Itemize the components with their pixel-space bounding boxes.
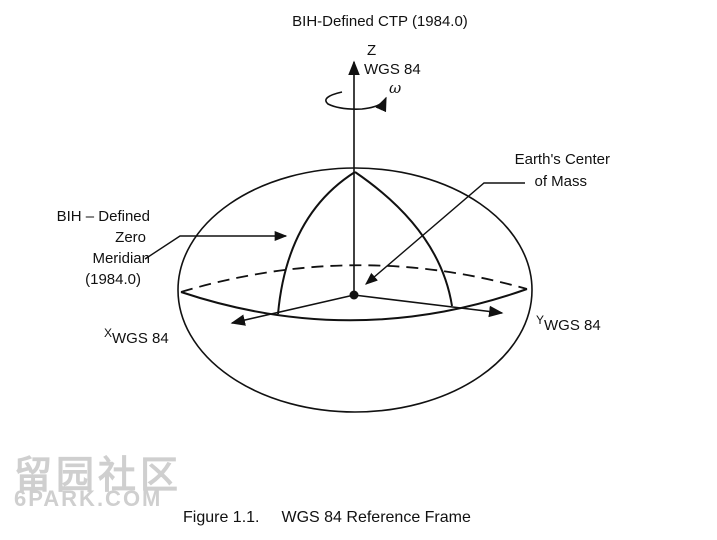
x-axis-letter: X bbox=[104, 326, 113, 340]
y-axis-line bbox=[353, 294, 504, 318]
zero-meridian-arc bbox=[277, 171, 356, 315]
center-of-mass-label-1: Earth's Center bbox=[514, 151, 610, 168]
ctp-label: BIH-Defined CTP (1984.0) bbox=[292, 13, 468, 30]
figure-title: WGS 84 Reference Frame bbox=[281, 509, 471, 526]
z-axis-letter: Z bbox=[367, 42, 377, 59]
y-axis-name: WGS 84 bbox=[544, 317, 601, 334]
watermark-site: 6PARK.COM bbox=[14, 486, 163, 511]
zero-meridian-leader bbox=[144, 230, 288, 260]
rotation-arrow bbox=[325, 91, 387, 113]
figure-caption: Figure 1.1. WGS 84 Reference Frame bbox=[183, 509, 471, 527]
zero-meridian-label-4: (1984.0) bbox=[85, 271, 141, 288]
y-axis-letter: Y bbox=[536, 313, 545, 327]
z-axis-name: WGS 84 bbox=[364, 61, 421, 78]
x-axis-line bbox=[230, 294, 355, 326]
zero-meridian-label-2: Zero bbox=[115, 229, 146, 246]
center-of-mass-dot bbox=[349, 290, 359, 300]
watermark-cjk: 留园社区 bbox=[14, 452, 183, 497]
x-axis-label: XWGS 84 bbox=[104, 326, 169, 348]
equator-front bbox=[180, 288, 528, 322]
watermark-logo: 留园社区 6PARK.COM bbox=[14, 444, 184, 514]
meridian-arc-y bbox=[354, 171, 453, 307]
omega-symbol: ω bbox=[389, 79, 402, 97]
y-axis-label: YWGS 84 bbox=[536, 313, 601, 335]
zero-meridian-label-1: BIH – Defined bbox=[56, 208, 150, 225]
center-of-mass-leader bbox=[365, 182, 525, 285]
x-axis-name: WGS 84 bbox=[112, 330, 169, 347]
figure-number: Figure 1.1. bbox=[183, 509, 260, 526]
center-of-mass-label-2: of Mass bbox=[534, 173, 587, 190]
zero-meridian-label-3: Meridian bbox=[92, 250, 150, 267]
earth-ellipsoid bbox=[177, 167, 533, 413]
